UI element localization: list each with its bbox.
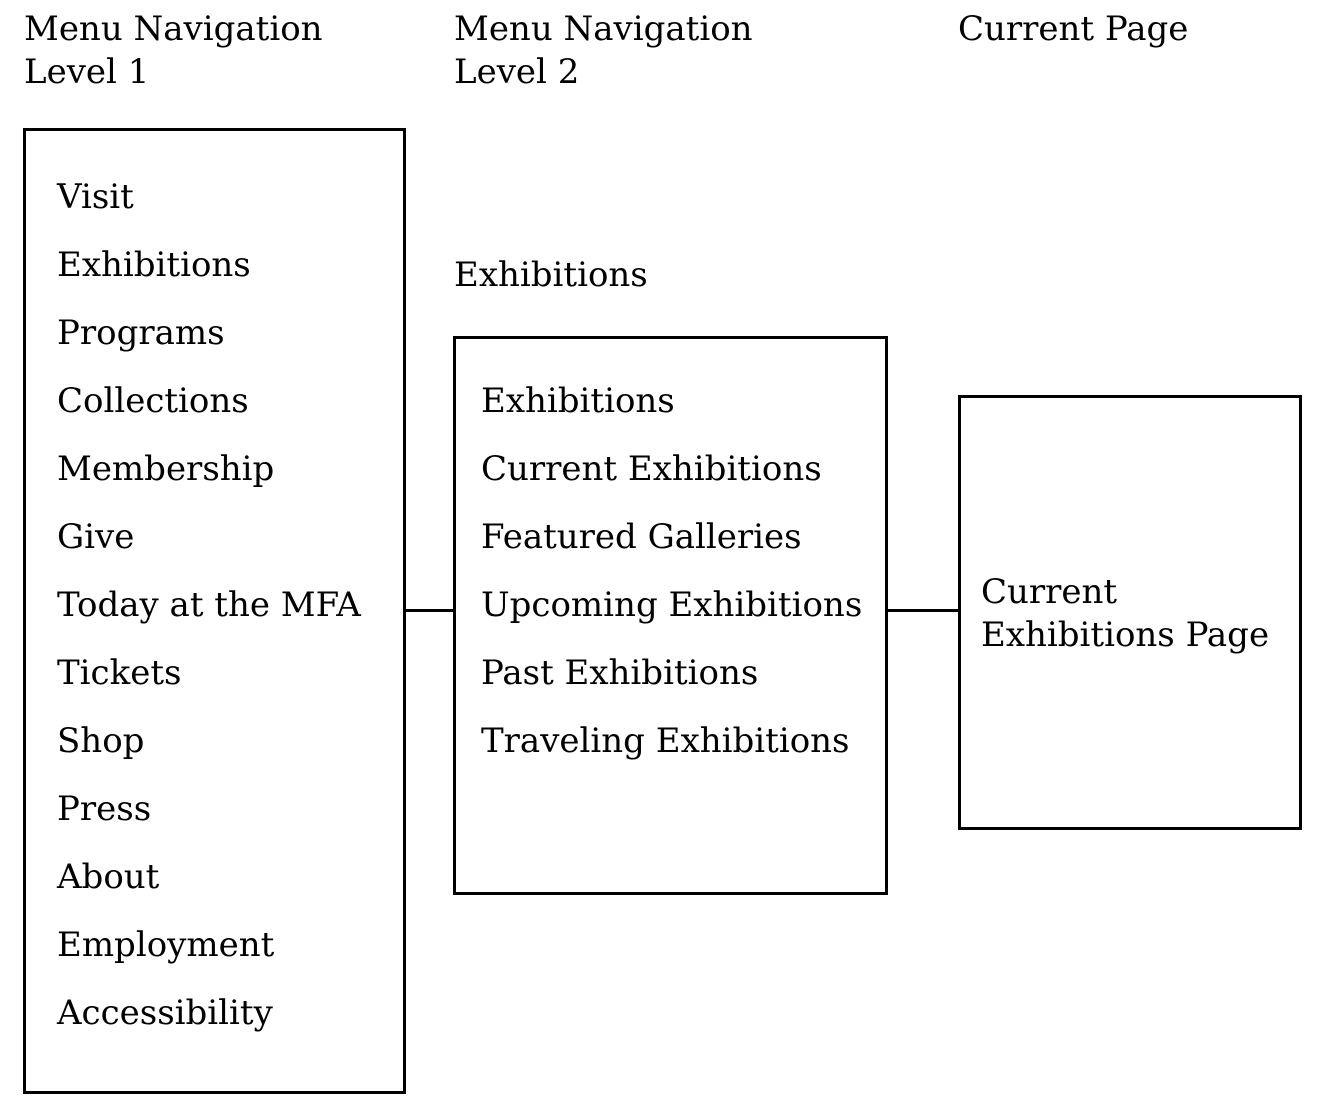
- heading-level-1: Menu Navigation Level 1: [24, 8, 323, 94]
- connector-level-2-to-current-page: [888, 609, 958, 612]
- menu-item-today-at-the-mfa[interactable]: Today at the MFA: [57, 585, 361, 625]
- level-2-parent-label: Exhibitions: [454, 255, 648, 295]
- menu-item-accessibility[interactable]: Accessibility: [57, 993, 273, 1033]
- menu-item-visit[interactable]: Visit: [57, 177, 134, 217]
- level-2-menu-list: Exhibitions Current Exhibitions Featured…: [481, 367, 862, 775]
- current-page-box: Current Exhibitions Page: [958, 395, 1302, 830]
- heading-current-page: Current Page: [958, 8, 1188, 51]
- level-1-menu-list: Visit Exhibitions Programs Collections M…: [57, 163, 361, 1047]
- current-page-title: Current Exhibitions Page: [981, 571, 1269, 657]
- current-page-title-line-1: Current: [981, 572, 1118, 612]
- submenu-item-upcoming-exhibitions[interactable]: Upcoming Exhibitions: [481, 585, 863, 625]
- menu-item-shop[interactable]: Shop: [57, 721, 145, 761]
- current-page-title-line-2: Exhibitions Page: [981, 615, 1270, 655]
- menu-item-collections[interactable]: Collections: [57, 381, 249, 421]
- menu-item-press[interactable]: Press: [57, 789, 152, 829]
- level-1-menu-box: Visit Exhibitions Programs Collections M…: [23, 128, 406, 1094]
- menu-item-exhibitions[interactable]: Exhibitions: [57, 245, 251, 285]
- heading-current-page-text: Current Page: [958, 9, 1189, 49]
- heading-level-2: Menu Navigation Level 2: [454, 8, 753, 94]
- heading-level-1-line-2: Level 1: [24, 52, 150, 92]
- menu-item-programs[interactable]: Programs: [57, 313, 225, 353]
- menu-item-give[interactable]: Give: [57, 517, 135, 557]
- heading-level-2-line-2: Level 2: [454, 52, 580, 92]
- heading-level-2-line-1: Menu Navigation: [454, 9, 753, 49]
- menu-item-tickets[interactable]: Tickets: [57, 653, 182, 693]
- menu-item-about[interactable]: About: [57, 857, 160, 897]
- submenu-item-exhibitions[interactable]: Exhibitions: [481, 381, 675, 421]
- level-2-menu-box: Exhibitions Current Exhibitions Featured…: [453, 336, 888, 895]
- menu-item-membership[interactable]: Membership: [57, 449, 275, 489]
- heading-level-1-line-1: Menu Navigation: [24, 9, 323, 49]
- submenu-item-featured-galleries[interactable]: Featured Galleries: [481, 517, 802, 557]
- submenu-item-current-exhibitions[interactable]: Current Exhibitions: [481, 449, 822, 489]
- menu-item-employment[interactable]: Employment: [57, 925, 275, 965]
- connector-level-1-to-level-2: [406, 609, 454, 612]
- submenu-item-past-exhibitions[interactable]: Past Exhibitions: [481, 653, 759, 693]
- submenu-item-traveling-exhibitions[interactable]: Traveling Exhibitions: [481, 721, 850, 761]
